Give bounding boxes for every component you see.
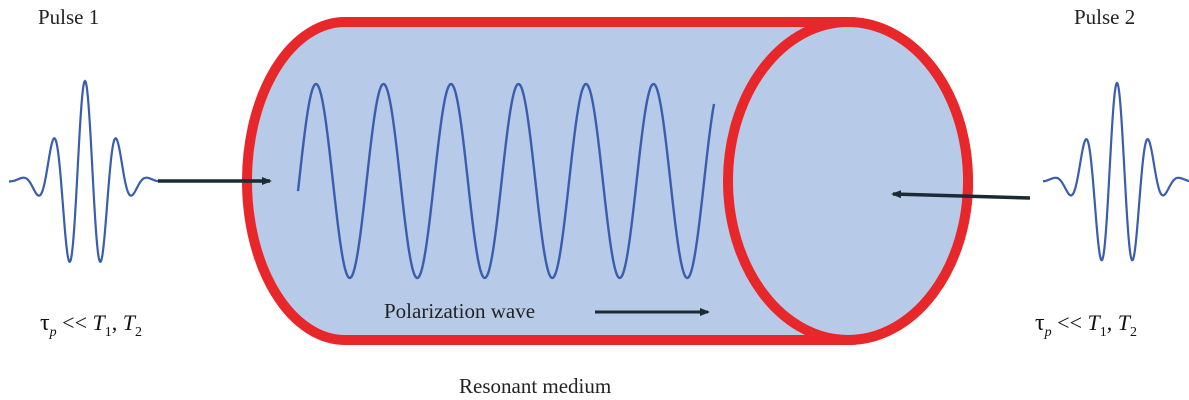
polarization-wave <box>296 82 716 280</box>
polarization-wave-label: Polarization wave <box>384 299 535 323</box>
resonant-medium-label: Resonant medium <box>459 374 611 398</box>
pulse-2-direction-arrow <box>891 190 1031 200</box>
pulse-1-waveform <box>9 79 161 264</box>
pulse-1-label: Pulse 1 <box>38 5 99 29</box>
cylinder-end-face <box>723 17 973 345</box>
pulse-1-condition: τp << T1, T2 <box>40 310 142 340</box>
pulse-2-label: Pulse 2 <box>1074 5 1135 29</box>
pulse-2-condition: τp << T1, T2 <box>1035 310 1137 340</box>
pulse-2-waveform <box>1043 81 1189 262</box>
resonant-medium-cylinder <box>242 17 973 345</box>
